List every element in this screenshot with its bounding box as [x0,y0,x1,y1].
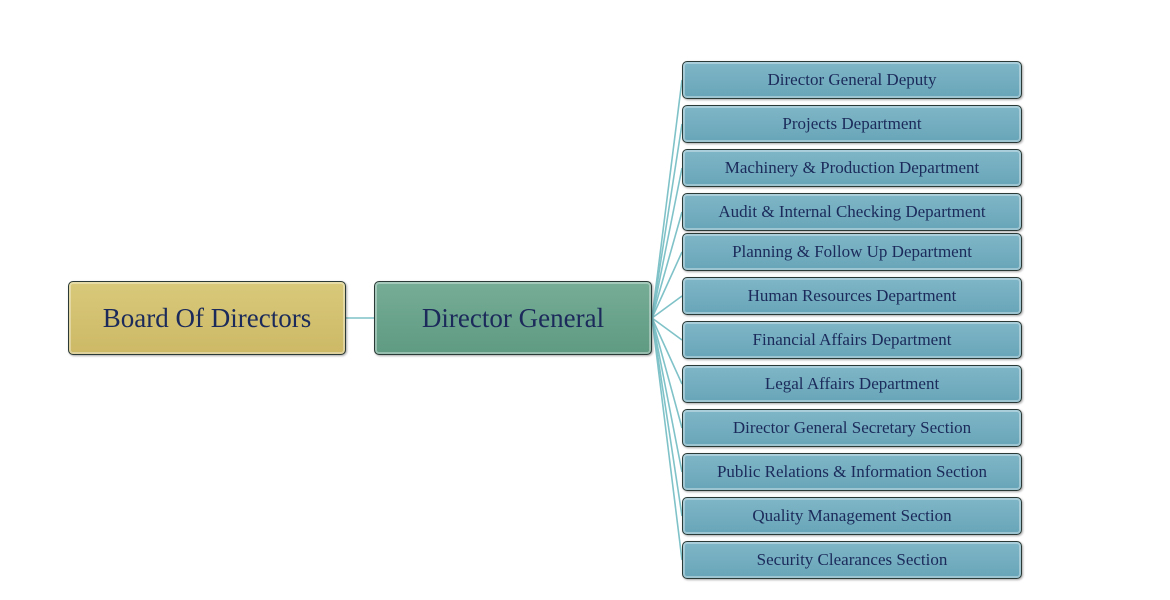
department-label: Security Clearances Section [756,550,948,569]
director-general-label: Director General [421,302,605,333]
department-node: Audit & Internal Checking Department [682,193,1022,231]
department-node: Machinery & Production Department [682,149,1022,187]
connector-director-to-department [651,317,683,385]
department-label: Projects Department [782,114,922,133]
connector-director-to-department [651,251,683,319]
department-node: Legal Affairs Department [682,365,1022,403]
department-label: Legal Affairs Department [764,374,940,393]
department-node: Projects Department [682,105,1022,143]
connector-director-to-department [651,317,683,341]
department-node: Security Clearances Section [682,541,1022,579]
department-label: Quality Management Section [752,506,952,525]
connector-director-to-department [651,317,683,473]
department-label: Machinery & Production Department [724,158,980,177]
department-label: Public Relations & Information Section [716,462,988,481]
department-label: Director General Secretary Section [732,418,972,437]
department-label: Audit & Internal Checking Department [718,202,986,221]
connector-director-to-department [651,317,683,517]
department-label: Director General Deputy [767,70,937,89]
connector-director-to-department [651,167,683,319]
department-node: Director General Deputy [682,61,1022,99]
director-general-node: Director General [374,281,652,355]
department-label: Human Resources Department [747,286,957,305]
board-of-directors-node: Board Of Directors [68,281,346,355]
connector-director-to-department [651,79,683,319]
connector-director-to-department [651,123,683,319]
department-node: Public Relations & Information Section [682,453,1022,491]
connector-director-to-department [651,295,683,319]
department-node: Quality Management Section [682,497,1022,535]
department-node: Human Resources Department [682,277,1022,315]
department-node: Planning & Follow Up Department [682,233,1022,271]
department-label: Financial Affairs Department [752,330,952,349]
department-node: Financial Affairs Department [682,321,1022,359]
connector-director-to-department [651,317,683,561]
connector-director-to-department [651,317,683,429]
board-of-directors-label: Board Of Directors [102,302,312,333]
connector-director-to-department [651,211,683,319]
department-label: Planning & Follow Up Department [732,242,972,261]
department-node: Director General Secretary Section [682,409,1022,447]
